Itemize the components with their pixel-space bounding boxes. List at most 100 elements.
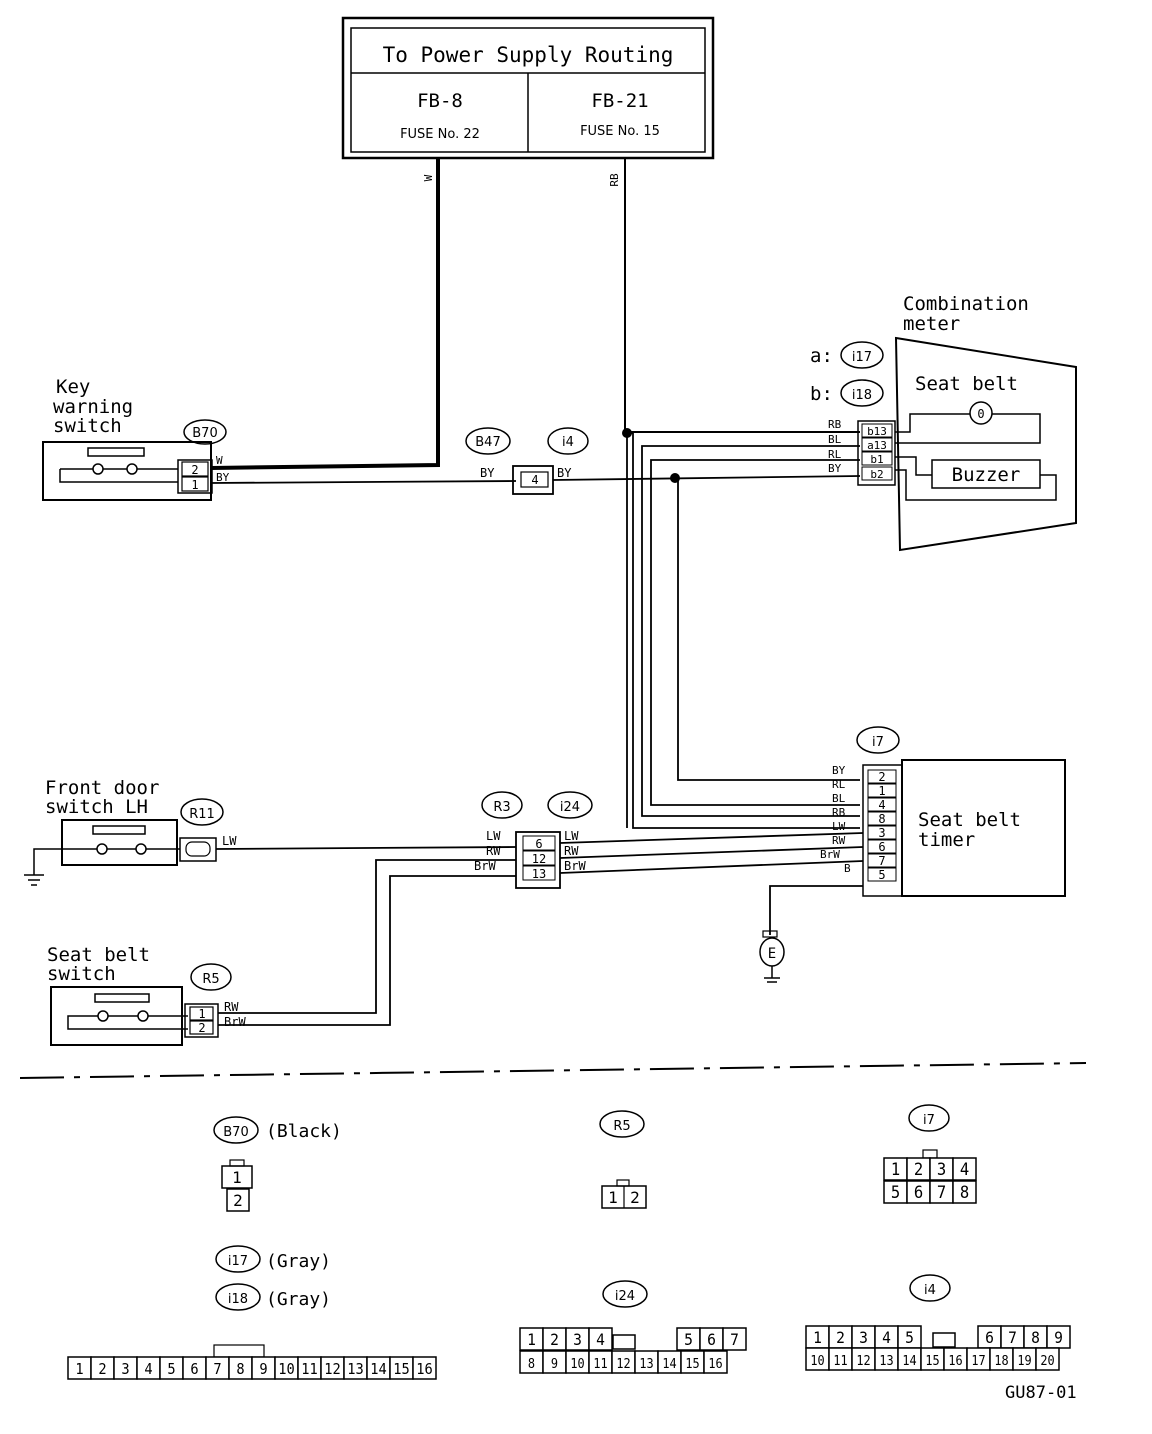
seat-belt-timer: i7 Seat belt timer 2 1 4 8 3 6 7 5 BY RL… xyxy=(759,726,1066,983)
pin-number: 15 xyxy=(393,1360,410,1378)
pin-cell xyxy=(952,1157,977,1181)
pin-cell xyxy=(412,1356,437,1380)
r5-connector: R5 xyxy=(202,972,219,987)
pin-number: 5 xyxy=(167,1360,175,1378)
pin-number: 10 xyxy=(810,1354,824,1369)
b70-connector: B70 xyxy=(192,426,217,441)
meter-pin-b13: b13 xyxy=(867,425,887,438)
legend-r5-pin2: 2 xyxy=(630,1188,640,1207)
j2-out-rw: RW xyxy=(564,844,579,858)
legend-r5-pin1: 1 xyxy=(608,1188,618,1207)
key-wire-w: W xyxy=(216,454,223,467)
combination-meter: Combination meter a: i17 b: i18 Seat bel… xyxy=(810,293,1077,552)
pin-cell xyxy=(1035,1347,1060,1371)
j2-in-brw: BrW xyxy=(474,859,496,873)
meter-buzzer: Buzzer xyxy=(952,464,1021,486)
j2-out-brw: BrW xyxy=(564,859,586,873)
timer-pin-6: 6 xyxy=(878,840,885,854)
timer-wire-rl: RL xyxy=(832,778,846,791)
i7-connector: i7 xyxy=(872,735,884,750)
pin-number: 2 xyxy=(836,1328,845,1347)
legend-b70-color: (Black) xyxy=(266,1121,342,1142)
legend-i4: i4 xyxy=(924,1283,936,1298)
seat-switch-name-2: switch xyxy=(47,963,116,985)
legend-r5: R5 xyxy=(613,1119,630,1134)
i24-connector: i24 xyxy=(560,800,580,815)
pin-number: 6 xyxy=(190,1360,198,1378)
meter-a-label: a: xyxy=(810,345,833,367)
seat-pin-1: 1 xyxy=(198,1007,205,1021)
legend-b70: B70 xyxy=(223,1125,248,1140)
meter-name-1: Combination xyxy=(903,293,1029,315)
pin-cell xyxy=(703,1350,728,1374)
pin-number: 10 xyxy=(278,1360,295,1378)
meter-wire-bl: BL xyxy=(828,433,842,446)
legend-i7: i7 xyxy=(923,1113,935,1128)
legend-b70-pin2: 2 xyxy=(233,1191,243,1210)
pin-number: 15 xyxy=(925,1354,939,1369)
joint-pin-4: 4 xyxy=(531,473,538,487)
pin-number: 9 xyxy=(551,1357,558,1372)
pin-number: 6 xyxy=(707,1330,716,1349)
pin-number: 1 xyxy=(75,1360,83,1378)
timer-wire-brw: BrW xyxy=(820,848,840,861)
timer-wire-rb: RB xyxy=(832,806,846,819)
meter-b-label: b: xyxy=(810,383,833,405)
pin-cell xyxy=(952,1180,977,1204)
pin-number: 8 xyxy=(236,1360,244,1378)
pin-number: 18 xyxy=(994,1354,1008,1369)
key-switch-name-2: warning xyxy=(53,396,133,418)
j2-pin-6: 6 xyxy=(535,837,542,851)
joint-b47-i4: B47 i4 BY BY 4 xyxy=(465,427,861,495)
diagram-code: GU87-01 xyxy=(1005,1383,1077,1403)
pin-number: 3 xyxy=(573,1330,582,1349)
pin-number: 12 xyxy=(856,1354,870,1369)
pin-number: 13 xyxy=(639,1357,653,1372)
pin-number: 12 xyxy=(616,1357,630,1372)
pin-number: 16 xyxy=(416,1360,433,1378)
pin-number: 4 xyxy=(960,1160,969,1180)
pin-number: 17 xyxy=(971,1354,985,1369)
legend-divider xyxy=(19,1062,1087,1079)
pin-number: 4 xyxy=(882,1328,891,1347)
pin-cell xyxy=(722,1327,747,1351)
seat-belt-lamp-icon xyxy=(969,401,993,425)
legend-i24: i24 xyxy=(615,1289,635,1304)
pin-number: 6 xyxy=(985,1328,994,1347)
pin-number: 3 xyxy=(121,1360,129,1378)
b47-connector: B47 xyxy=(475,435,500,450)
legend-i17-color: (Gray) xyxy=(266,1251,331,1272)
key-switch-name-3: switch xyxy=(53,415,122,437)
wire-w-label: W xyxy=(422,174,435,181)
timer-pin-3: 3 xyxy=(878,826,885,840)
pin-number: 11 xyxy=(301,1360,318,1378)
key-warning-switch: Key warning switch 2 1 B70 W BY xyxy=(42,376,517,501)
timer-pin-1: 1 xyxy=(878,784,885,798)
key-switch-name-1: Key xyxy=(56,376,90,398)
power-title: To Power Supply Routing xyxy=(383,43,674,67)
timer-wire-rw: RW xyxy=(832,834,846,847)
seat-wire-brw: BrW xyxy=(224,1015,246,1029)
meter-pin-a13: a13 xyxy=(867,439,887,452)
j2-out-lw: LW xyxy=(564,829,579,843)
pin-number: 7 xyxy=(213,1360,221,1378)
pin-number: 7 xyxy=(1008,1328,1017,1347)
i4-connector: i4 xyxy=(562,435,574,450)
pin-number: 1 xyxy=(891,1160,900,1180)
power-wires: W RB xyxy=(210,158,860,470)
joint-wire-out: BY xyxy=(557,466,572,480)
timer-wire-labels: BY RL BL RB LW RW BrW B xyxy=(820,764,851,875)
door-wire-lw: LW xyxy=(222,834,237,848)
i18-connector: i18 xyxy=(852,388,872,403)
timer-pin-4: 4 xyxy=(878,798,885,812)
legend-i18-color: (Gray) xyxy=(266,1289,331,1310)
timer-pins: 2 1 4 8 3 6 7 5 xyxy=(867,769,897,882)
timer-pin-7: 7 xyxy=(878,854,885,868)
j2-in-lw: LW xyxy=(486,829,501,843)
lamp-glyph: 0 xyxy=(977,407,984,421)
meter-pin-b1: b1 xyxy=(870,453,883,466)
legend-i18: i18 xyxy=(228,1292,248,1307)
